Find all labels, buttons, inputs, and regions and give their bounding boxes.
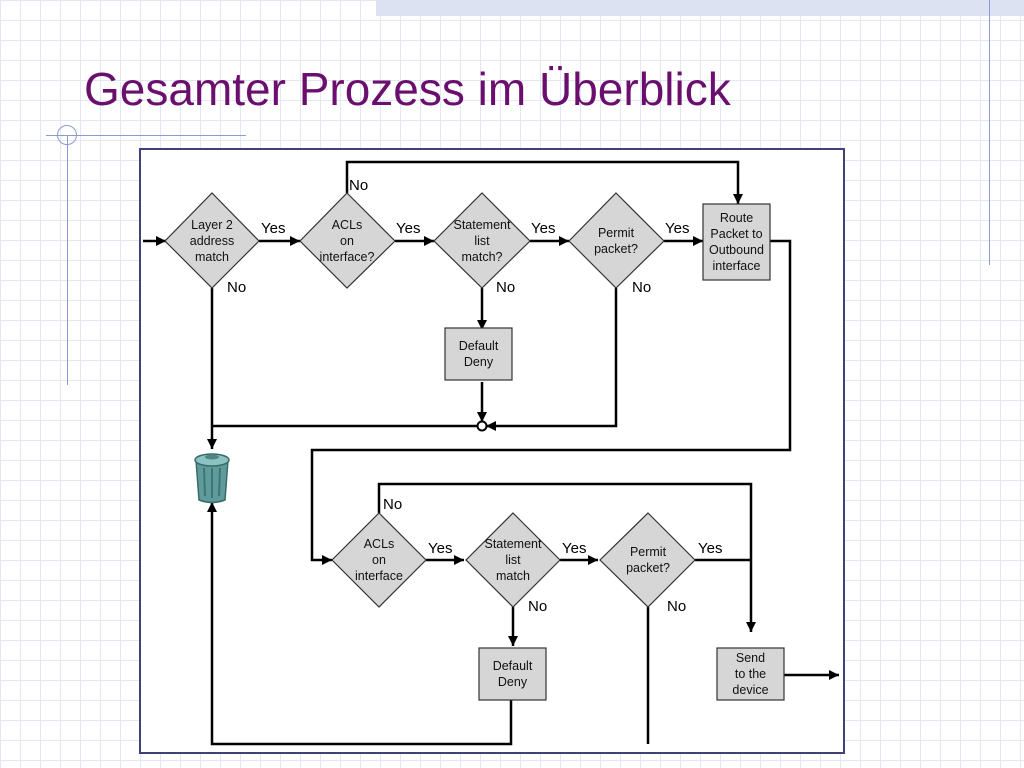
edge-permit1-no: [486, 288, 618, 431]
decor-circle: [57, 125, 77, 145]
edge-label-stmt1-no: No: [496, 279, 516, 296]
edge-route-to-acls2: [310, 239, 792, 565]
node-label-route: Route Packet to Outbound interface: [709, 211, 764, 273]
edge-acls1-no: [345, 160, 743, 204]
edge-label-acls2-yes: Yes: [428, 540, 453, 557]
edge-label-stmt2-yes: Yes: [562, 540, 587, 557]
decision-permit2: [599, 512, 696, 608]
edge-deny2-to-bin: [207, 502, 513, 746]
decision-stmt1: [433, 192, 531, 289]
edge-acls2-no: [377, 482, 756, 632]
edge-label-layer2-yes: Yes: [261, 220, 286, 237]
node-label-acls1: ACLs on interface?: [319, 218, 375, 264]
slide-title: Gesamter Prozess im Überblick: [84, 63, 731, 115]
edge-label-permit2-no: No: [667, 598, 687, 615]
edge-label-permit2-yes: Yes: [698, 540, 723, 557]
decor-line-right: [989, 0, 990, 265]
edge-label-permit1-yes: Yes: [665, 220, 690, 237]
node-label-permit2: Permit packet?: [626, 545, 670, 575]
process-deny2: [478, 647, 547, 701]
edge-label-stmt2-no: No: [528, 598, 548, 615]
junction-point: [476, 420, 488, 432]
flowchart-shapes: [164, 192, 785, 701]
edge-label-acls1-no: No: [349, 177, 369, 194]
decision-acls1: [299, 192, 396, 289]
node-label-permit1: Permit packet?: [594, 226, 638, 256]
node-label-deny2: Default Deny: [492, 659, 533, 689]
decor-line-left: [67, 135, 68, 385]
process-send: [716, 647, 785, 701]
trash-bin-icon: [194, 453, 230, 504]
process-route: [702, 203, 771, 281]
decision-acls2: [331, 512, 427, 608]
node-label-acls2: ACLs on interface: [355, 537, 403, 583]
node-label-layer2: Layer 2 address match: [189, 218, 235, 264]
flowchart-canvas: [143, 160, 839, 746]
node-label-stmt1: Statement list match?: [453, 218, 511, 264]
edge-label-layer2-no: No: [227, 279, 247, 296]
node-label-deny1: Default Deny: [458, 339, 499, 369]
header-decor-band: [376, 0, 1024, 16]
flowchart-frame: Layer 2 address match ACLs on interface?…: [139, 148, 845, 754]
process-deny1: [444, 327, 513, 381]
edge-label-acls2-no: No: [383, 496, 403, 513]
edge-label-acls1-yes: Yes: [396, 220, 421, 237]
flowchart-connectors: [143, 160, 839, 746]
edge-label-permit1-no: No: [632, 279, 652, 296]
node-label-send: Send to the device: [732, 651, 769, 697]
edge-label-stmt1-yes: Yes: [531, 220, 556, 237]
decision-stmt2: [465, 512, 561, 608]
title-underline: [46, 135, 246, 136]
decision-permit1: [568, 192, 665, 289]
decision-layer2: [164, 192, 260, 289]
node-label-stmt2: Statement list match: [484, 537, 542, 583]
